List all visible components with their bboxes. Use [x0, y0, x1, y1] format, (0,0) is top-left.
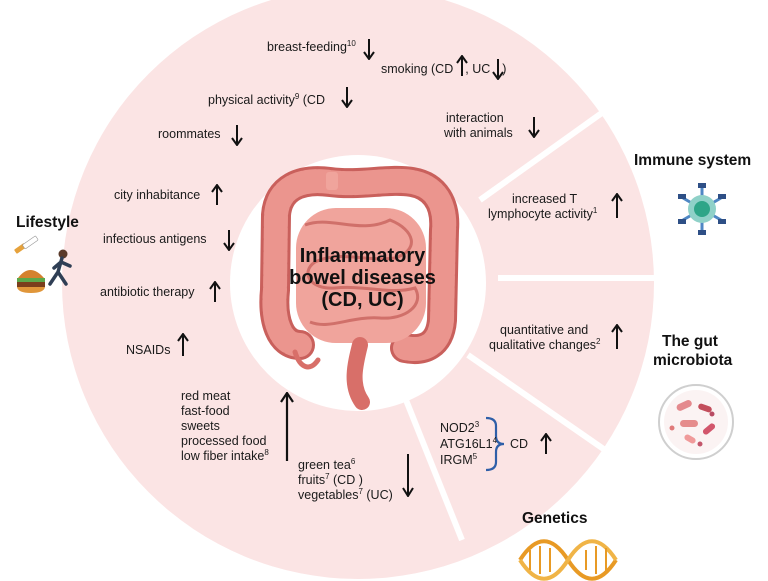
center-title-line2: bowel diseases: [289, 267, 436, 289]
factor-smoking: smoking (CD , UC): [381, 62, 506, 77]
microbiota-change-line2-text: qualitative changes: [489, 338, 597, 352]
t-cells-line2: lymphocyte activity1: [488, 205, 598, 222]
ref-green-tea: 6: [350, 456, 356, 466]
factor-breastfeeding: breast-feeding10: [267, 38, 356, 55]
separator-immune-top: [478, 97, 622, 203]
factor-physical-activity-text: physical activity: [208, 93, 295, 107]
gene-atg16l1-name: ATG16L1: [440, 437, 493, 451]
microbiota-change-line2: qualitative changes2: [489, 336, 601, 353]
gene-irgm: IRGM5: [440, 451, 478, 468]
center-title-line1: Inflammatory: [299, 245, 426, 267]
separator-genetics-lifestyle: [395, 378, 465, 542]
gene-irgm-name: IRGM: [440, 453, 473, 467]
diet-item-5-text: low fiber intake: [181, 449, 265, 463]
diet-item-4: processed food: [181, 434, 267, 448]
factor-physical-activity-suffix: (CD: [299, 93, 325, 107]
arrow-protective-diet: [402, 454, 414, 497]
factor-physical-activity: physical activity9 (CD: [208, 91, 325, 108]
factor-roommates: roommates: [158, 127, 221, 141]
gene-nod2-name: NOD2: [440, 421, 475, 435]
ref-atg16l1: 4: [492, 435, 498, 445]
protective-fruits: fruits7 (CD ): [298, 471, 363, 488]
factor-smoking-mid: , UC: [465, 62, 491, 76]
arrow-microbiota: [611, 324, 623, 349]
section-title-microbiota-2: microbiota: [653, 352, 733, 369]
factor-breastfeeding-text: breast-feeding: [267, 40, 347, 54]
petri-dish-bacteria-icon: [658, 384, 734, 460]
gene-atg16l1: ATG16L14: [440, 435, 498, 452]
ref-irgm: 5: [472, 451, 478, 461]
immune-cell-icon: [678, 183, 726, 235]
fruits-suffix: (CD ): [329, 473, 363, 487]
arrow-roommates: [231, 125, 243, 146]
ref-nod2: 3: [474, 419, 480, 429]
arrow-t-cells: [611, 193, 623, 218]
arrow-diet: [280, 392, 294, 461]
diet-item-3: sweets: [181, 419, 220, 433]
gene-nod2: NOD23: [440, 419, 480, 436]
arrow-nsaids: [177, 333, 189, 356]
intestine-illustration: [259, 165, 460, 410]
ref-fruits: 7: [325, 471, 330, 481]
green-tea-text: green tea: [298, 458, 351, 472]
gene-brace: [485, 416, 505, 472]
diet-item-1: red meat: [181, 389, 231, 403]
section-title-genetics: Genetics: [522, 510, 588, 527]
arrow-breastfeeding: [363, 39, 375, 60]
fruits-text: fruits: [298, 473, 326, 487]
ref-physical-activity: 9: [294, 91, 300, 101]
diet-item-2: fast-food: [181, 404, 230, 418]
t-cells-line2-text: lymphocyte activity: [488, 207, 593, 221]
protective-green-tea: green tea6: [298, 456, 356, 473]
ref-vegetables: 7: [358, 486, 363, 496]
microbiota-change-line1: quantitative and: [500, 323, 589, 337]
dna-helix-icon: [518, 539, 618, 581]
section-title-microbiota-1: The gut: [662, 333, 718, 350]
ref-t-cells: 1: [592, 205, 598, 215]
center-title-line3: (CD, UC): [321, 289, 404, 311]
arrow-animals: [528, 117, 540, 138]
separator-microbiota-genetics: [466, 352, 607, 453]
ref-breastfeeding: 10: [346, 38, 356, 48]
vegetables-suffix: (UC): [362, 488, 393, 502]
protective-vegetables: vegetables7 (UC): [298, 486, 393, 503]
arrow-infectious: [223, 230, 235, 251]
factor-nsaids: NSAIDs: [126, 343, 171, 357]
section-title-immune: Immune system: [634, 152, 752, 169]
factor-antibiotic: antibiotic therapy: [100, 285, 195, 299]
factor-city: city inhabitance: [114, 188, 201, 202]
ref-diet: 8: [264, 447, 269, 457]
lifestyle-icon: [14, 235, 72, 293]
t-cells-line1: increased T: [512, 192, 578, 206]
factor-smoking-prefix: smoking (CD: [381, 62, 454, 76]
diet-item-5: low fiber intake8: [181, 447, 269, 464]
factor-animals-line1: interaction: [446, 111, 504, 125]
arrow-physical-activity: [341, 87, 353, 108]
gene-result: CD: [510, 437, 529, 451]
arrow-smoking-uc: [492, 59, 504, 80]
factor-animals-line2: with animals: [444, 126, 513, 140]
factor-infectious: infectious antigens: [103, 232, 207, 246]
center-title: Inflammatory bowel diseases (CD, UC): [270, 245, 455, 311]
factor-smoking-suffix: ): [502, 62, 507, 76]
arrow-genes: [540, 433, 552, 454]
section-title-lifestyle: Lifestyle: [16, 214, 79, 231]
vegetables-text: vegetables: [298, 488, 359, 502]
ref-microbiota: 2: [596, 336, 601, 346]
arrow-city: [211, 184, 223, 205]
arrow-smoking-cd: [456, 55, 468, 76]
arrow-antibiotic: [209, 281, 221, 302]
